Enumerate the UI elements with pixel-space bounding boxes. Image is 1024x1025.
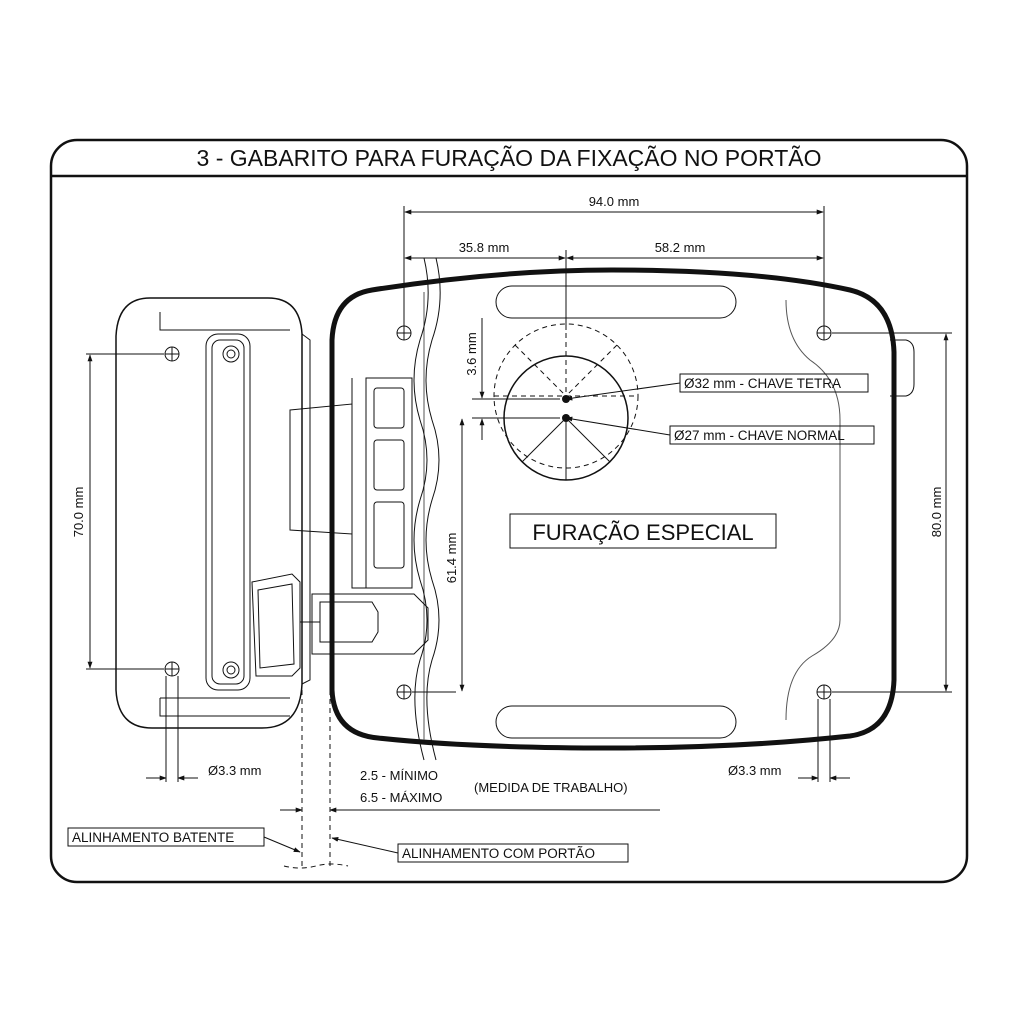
hole-icon [164,346,180,362]
hole-icon [396,684,412,700]
dimension-61-4mm: 61.4 mm [412,418,465,693]
hole-icon [816,684,832,700]
callout-label: ALINHAMENTO COM PORTÃO [402,846,595,861]
screw-icon [222,345,240,363]
callout-special-drilling: FURAÇÃO ESPECIAL [509,513,777,549]
callout-gate-alignment: ALINHAMENTO COM PORTÃO [331,837,629,863]
dimension-70mm: 70.0 mm [71,353,164,670]
callout-strike-alignment: ALINHAMENTO BATENTE [67,827,301,853]
dimension-label: 61.4 mm [444,533,459,584]
dimension-label: 58.2 mm [655,240,706,255]
dimension-3-6mm: 3.6 mm [464,318,560,440]
hole-icon [164,661,180,677]
dimension-35mm: 35.8 mm [404,240,567,330]
alignment-lines [280,690,660,869]
dimension-hole-left: Ø3.3 mm [146,676,261,782]
hole-icon [816,325,832,341]
dimension-94mm: 94.0 mm [403,194,825,326]
dimension-label: 3.6 mm [464,332,479,375]
strike-plate [115,297,311,729]
page-title: 3 - GABARITO PARA FURAÇÃO DA FIXAÇÃO NO … [197,145,822,171]
dimension-label: 70.0 mm [71,487,86,538]
callout-key-normal: Ø27 mm - CHAVE NORMAL [565,416,875,445]
callout-label: ALINHAMENTO BATENTE [72,830,234,845]
dimension-label: Ø3.3 mm [208,763,261,778]
callout-label: FURAÇÃO ESPECIAL [532,520,753,545]
dimension-label: Ø3.3 mm [728,763,781,778]
dimension-58mm: 58.2 mm [566,240,824,261]
callout-key-tetra: Ø32 mm - CHAVE TETRA [565,373,869,401]
maximum-label: 6.5 - MÁXIMO [360,790,442,805]
dimension-label: 35.8 mm [459,240,510,255]
minimum-label: 2.5 - MÍNIMO [360,768,438,783]
key-hole-27mm [503,355,629,481]
working-measure-label: (MEDIDA DE TRABALHO) [474,780,628,795]
screw-icon [222,661,240,679]
callout-label: Ø32 mm - CHAVE TETRA [684,376,841,391]
dimension-80mm: 80.0 mm [832,332,952,693]
dimension-label: 80.0 mm [929,487,944,538]
lock-body [289,257,915,761]
dimension-hole-right: Ø3.3 mm [728,699,850,782]
outer-frame [49,138,969,884]
hole-icon [396,325,412,341]
callout-label: Ø27 mm - CHAVE NORMAL [674,428,845,443]
dimension-label: 94.0 mm [589,194,640,209]
